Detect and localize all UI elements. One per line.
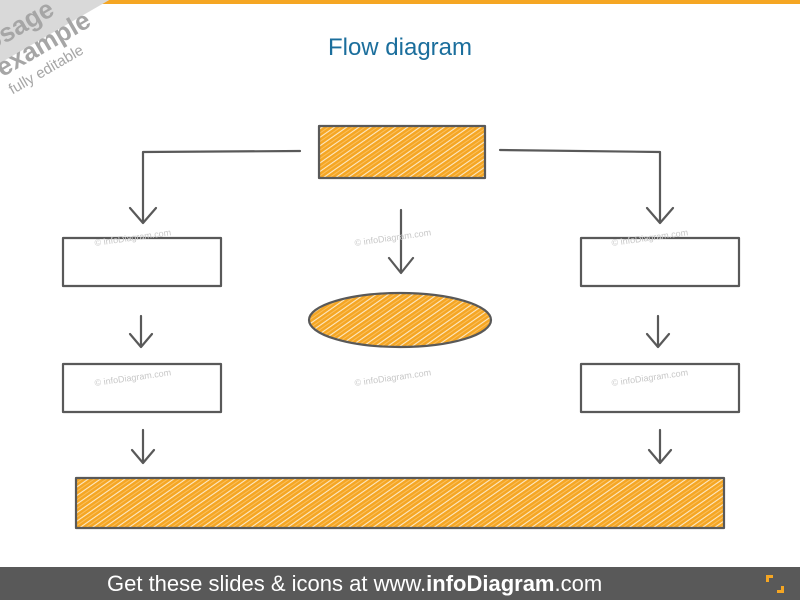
arrow-left-middle <box>128 314 154 349</box>
arrow-left-bottom <box>130 428 156 465</box>
right-box-2 <box>579 362 741 414</box>
infodiagram-logo-icon <box>766 575 784 593</box>
center-arrow <box>387 208 415 275</box>
center-ellipse <box>307 291 493 349</box>
arrow-right-middle <box>645 314 671 349</box>
footer-prefix: Get these slides & icons at www. <box>107 571 427 596</box>
footer-suffix: .com <box>554 571 603 596</box>
footer-text: Get these slides & icons at www.infoDiag… <box>107 567 602 600</box>
left-box-1 <box>61 236 223 288</box>
left-connector <box>141 149 302 224</box>
watermark-5: © infoDiagram.com <box>354 367 432 388</box>
right-connector <box>498 148 662 224</box>
left-box-2 <box>61 362 223 414</box>
right-box-1 <box>579 236 741 288</box>
watermark-2: © infoDiagram.com <box>354 227 432 248</box>
footer-bar: Get these slides & icons at www.infoDiag… <box>0 567 800 600</box>
arrow-head-right-top <box>645 206 675 225</box>
bottom-bar <box>74 476 726 530</box>
footer-brand: infoDiagram <box>426 571 555 596</box>
page-title: Flow diagram <box>327 34 473 61</box>
arrow-right-bottom <box>647 428 673 465</box>
top-accent-bar <box>0 0 800 4</box>
arrow-head-left-top <box>128 206 158 225</box>
top-box <box>317 124 487 180</box>
